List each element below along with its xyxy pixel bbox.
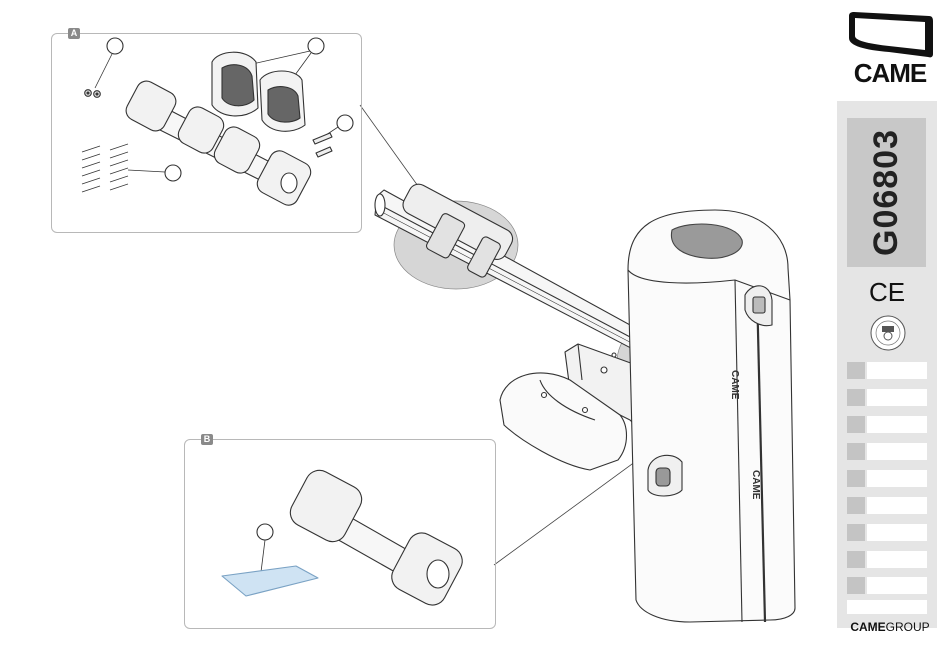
- info-row: [847, 416, 927, 433]
- brand-name: CAME: [844, 58, 936, 89]
- info-row: [847, 362, 927, 379]
- info-row: [847, 497, 927, 514]
- camegroup-footer: CAMEGROUP: [843, 620, 937, 634]
- sidebar: CAME G06803 CE CAMEGROUP: [837, 0, 950, 659]
- barrier-housing: [628, 210, 795, 622]
- camegroup-rest: GROUP: [886, 620, 930, 634]
- info-row: [847, 470, 927, 487]
- panel-b-label: B: [201, 434, 213, 445]
- info-row: [847, 551, 927, 568]
- info-row: [847, 443, 927, 460]
- certification-seal-icon: [869, 314, 907, 352]
- info-row: [847, 577, 927, 594]
- panel-a-label: A: [68, 28, 80, 39]
- info-row: [847, 389, 927, 406]
- info-row-blank: [847, 600, 927, 614]
- info-row: [847, 524, 927, 541]
- detail-panel-a: [51, 33, 362, 233]
- housing-brand-upper: CAME: [729, 370, 740, 410]
- product-code-box: G06803: [847, 118, 926, 267]
- ce-mark: CE: [863, 277, 911, 307]
- camegroup-bold: CAME: [850, 620, 885, 634]
- detail-panel-b: [184, 439, 496, 629]
- sidebar-strip: G06803 CE: [837, 101, 937, 628]
- housing-brand-lower: CAME: [750, 470, 761, 510]
- product-code: G06803: [847, 118, 926, 267]
